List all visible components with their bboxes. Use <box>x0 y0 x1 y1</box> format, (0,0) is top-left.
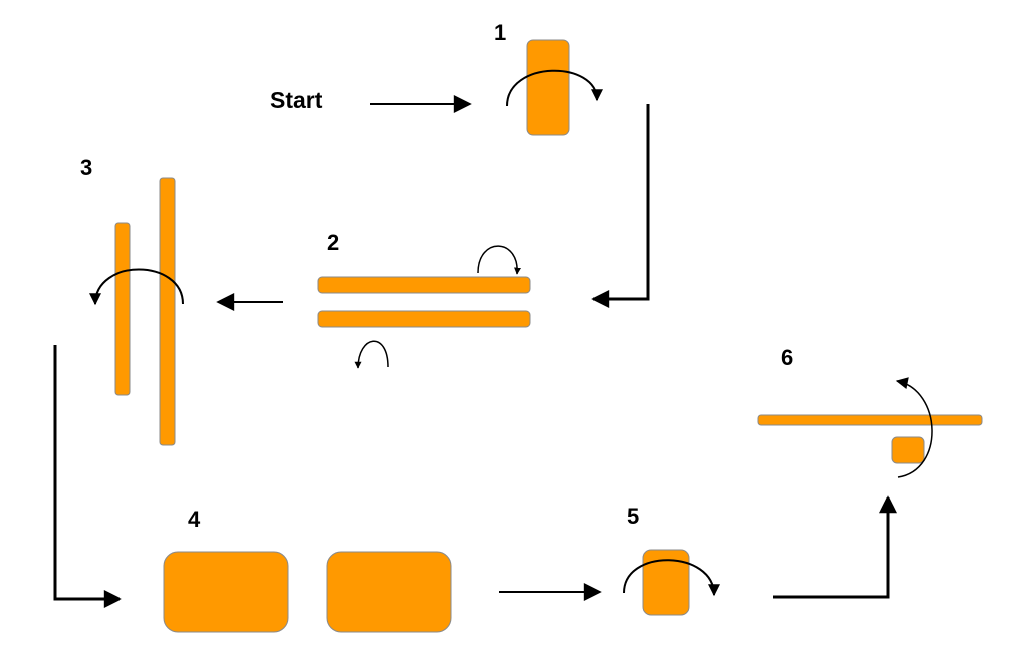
step-1-label: 1 <box>494 20 507 45</box>
step6-block <box>891 436 925 464</box>
step2-rotate-arrow-bottom <box>354 340 389 369</box>
step3-strip-long <box>159 177 176 446</box>
step-3-label: 3 <box>80 155 93 180</box>
flow-arrow-3-to-4 <box>53 345 122 608</box>
step5-rotate-arrow <box>623 559 720 597</box>
step-5-label: 5 <box>627 504 640 529</box>
step3-strip-short <box>114 222 131 396</box>
step6-rotate-arrow <box>895 377 933 478</box>
step-6-label: 6 <box>781 345 794 370</box>
step2-rotate-arrow-top <box>477 245 522 275</box>
step2-strip-top <box>317 276 531 294</box>
step3-rotate-arrow <box>89 268 184 306</box>
start-label: Start <box>270 87 323 113</box>
step5-piece <box>642 549 690 616</box>
step-2-label: 2 <box>327 230 340 255</box>
step4-block-right <box>326 551 452 633</box>
flow-arrow-5-to-6 <box>773 495 897 599</box>
step4-block-left <box>163 551 289 633</box>
step-4-label: 4 <box>188 507 201 532</box>
step6-strip <box>757 414 983 426</box>
step1-piece <box>526 39 570 136</box>
flow-arrow-1-to-2 <box>591 104 650 308</box>
step1-rotate-arrow <box>506 69 603 107</box>
step2-strip-bottom <box>317 310 531 328</box>
